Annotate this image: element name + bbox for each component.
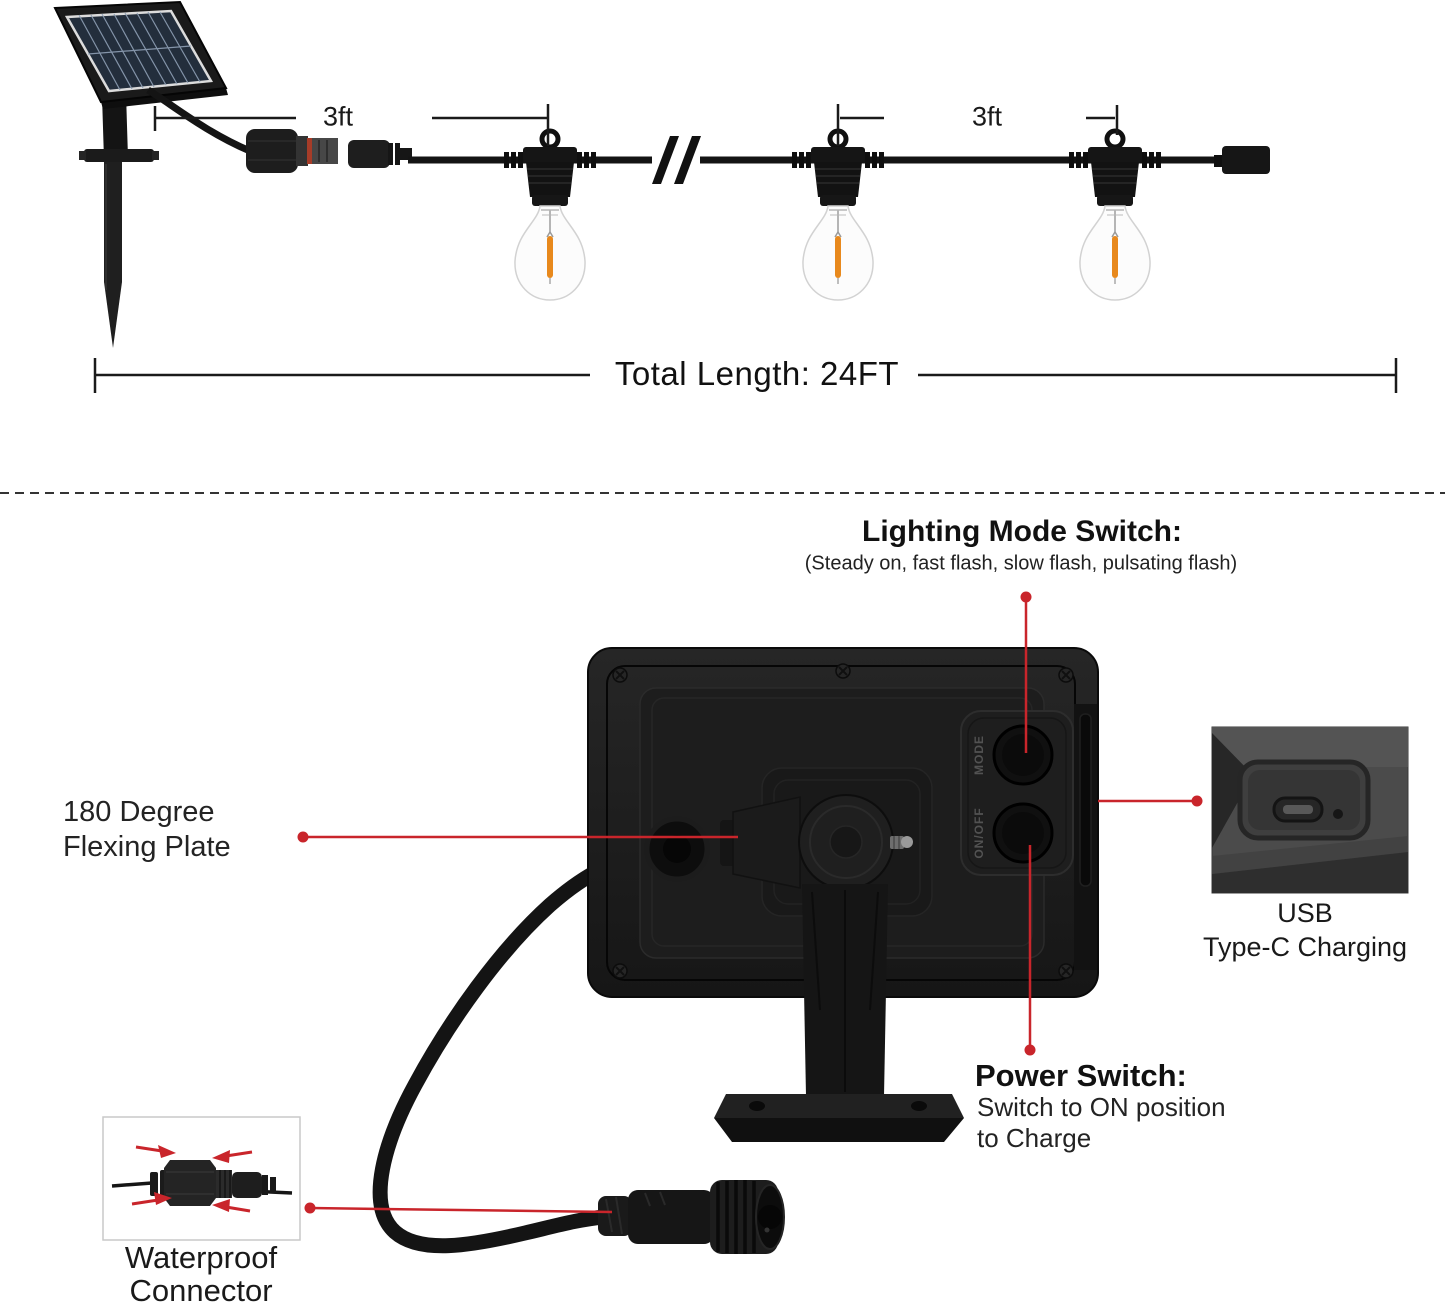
cable-break-symbol	[652, 136, 701, 184]
usb-inset-photo	[1211, 726, 1409, 894]
string-bulb-1	[504, 131, 596, 300]
dimension-3ft-right	[836, 104, 1119, 146]
leader-lighting-mode	[1020, 591, 1032, 753]
flexing-plate-label-line1: 180 Degree	[63, 796, 215, 828]
panel-cable	[146, 86, 252, 155]
power-switch-line2: to Charge	[977, 1123, 1092, 1153]
dimension-total-length	[93, 358, 1398, 393]
waterproof-connector-pair	[246, 129, 412, 173]
power-switch-body: Switch to ON position to Charge	[977, 1092, 1226, 1154]
case-screws	[612, 663, 1074, 979]
connector-red-ring	[307, 138, 313, 164]
leader-waterproof	[304, 1202, 613, 1214]
dimension-3ft-left	[153, 104, 550, 146]
total-length-label: Total Length: 24FT	[614, 355, 900, 392]
segment-length-label-2: 3ft	[971, 101, 1003, 132]
power-switch-title: Power Switch:	[975, 1058, 1187, 1093]
power-switch-line1: Switch to ON position	[977, 1092, 1226, 1122]
annotation-leaders	[297, 591, 1203, 1214]
flexing-plate-label-line2: Flexing Plate	[63, 831, 231, 863]
leader-flexing-plate	[297, 831, 738, 843]
ground-stake	[104, 162, 122, 348]
mounting-stand	[714, 884, 964, 1142]
string-bulb-2	[792, 131, 884, 300]
segment-length-label-1: 3ft	[322, 101, 354, 132]
flexing-plate-label: 180 Degree Flexing Plate	[63, 795, 231, 865]
push-arrows	[131, 1145, 253, 1213]
string-bulb-3	[1069, 131, 1161, 300]
flexing-plate-pivot	[720, 767, 933, 917]
solar-cell-grid	[78, 11, 201, 91]
mode-button-label: MODE	[972, 735, 986, 775]
controller-unit	[587, 647, 1099, 1142]
solar-panel-stake	[53, 0, 228, 348]
usb-port-flap	[1079, 713, 1092, 887]
usb-label: USB Type-C Charging	[1203, 896, 1407, 964]
waterproof-label: Waterproof Connector	[125, 1241, 277, 1305]
power-button-label: ON/OFF	[972, 807, 986, 859]
controller-cable	[372, 844, 680, 1254]
lighting-mode-subtitle: (Steady on, fast flash, slow flash, puls…	[804, 552, 1238, 575]
leader-usb	[1098, 795, 1203, 807]
waterproof-inset	[102, 1116, 301, 1241]
lighting-mode-title: Lighting Mode Switch:	[862, 515, 1182, 548]
usb-label-line2: Type-C Charging	[1202, 932, 1408, 962]
cable-end-cap	[1214, 146, 1270, 174]
waterproof-label-line2: Connector	[129, 1273, 273, 1305]
waterproof-label-line1: Waterproof	[124, 1240, 278, 1275]
controller-connector	[598, 1180, 785, 1254]
button-panel	[960, 710, 1074, 876]
leader-power-switch	[1024, 845, 1036, 1056]
flexing-plate-bar	[84, 149, 154, 162]
usb-label-line1: USB	[1277, 898, 1333, 928]
